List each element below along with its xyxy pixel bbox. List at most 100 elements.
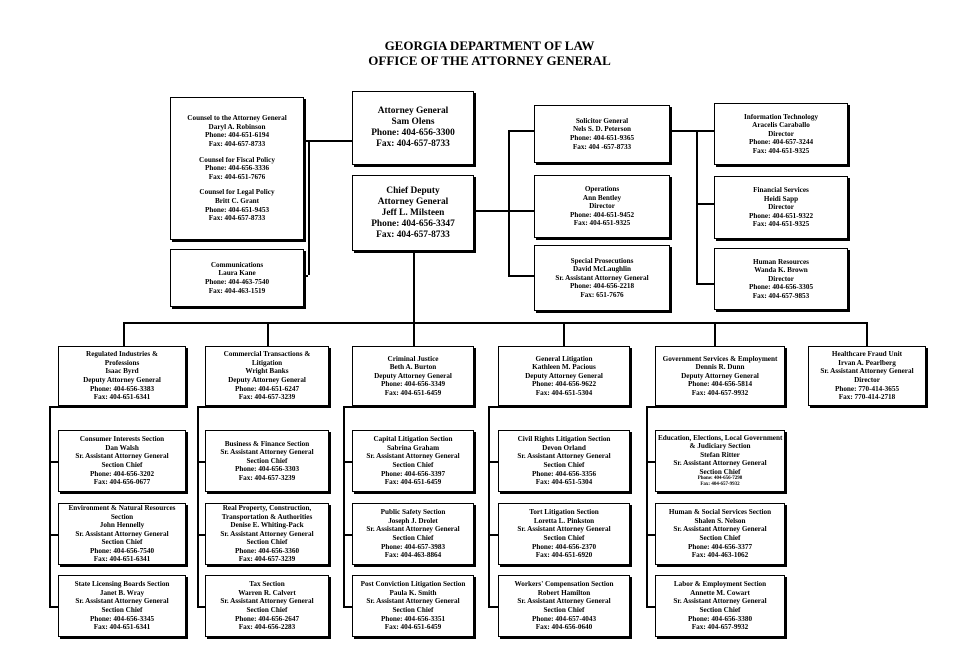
- section-box-line: Sr. Assistant Attorney General: [75, 597, 169, 606]
- division-head-box-line: Deputy Attorney General: [83, 376, 161, 384]
- division-head-box-line: Isaac Byrd: [105, 367, 139, 376]
- connector-line: [866, 322, 868, 346]
- special-prosecutions-box-line: Fax: 651-7676: [580, 290, 624, 299]
- section-box-line: Fax: 404-651-6341: [93, 623, 151, 632]
- division-head-box-line: Fax: 770-414-2718: [838, 393, 896, 402]
- counsel-line: Counsel to the Attorney General: [187, 114, 287, 123]
- division-head-box-line: Fax: 404-657-9932: [691, 388, 749, 397]
- section-box-line: Section Chief: [392, 534, 434, 542]
- section-box-line: Sr. Assistant Attorney General: [220, 597, 314, 606]
- section-box-line: Stefan Ritter: [700, 450, 740, 459]
- section-box-line: Sr. Assistant Attorney General: [517, 452, 611, 461]
- section-box-line: Section Chief: [699, 467, 741, 476]
- division-head-box-line: Fax: 404-651-5304: [535, 388, 593, 397]
- section-box-line: Denise E. Whiting-Pack: [230, 521, 304, 530]
- section-box-line: Section Chief: [246, 538, 288, 547]
- section-box-line: Sr. Assistant Attorney General: [75, 452, 169, 461]
- counsel-line: Daryl A. Robinson: [208, 122, 266, 131]
- section-box-line: Janet B. Wray: [99, 588, 145, 597]
- connector-line: [508, 130, 534, 132]
- connector-line: [488, 534, 498, 536]
- connector-line: [302, 275, 308, 277]
- section-box-line: Tort Litigation Section: [529, 508, 599, 517]
- title-line-1: GEORGIA DEPARTMENT OF LAW: [384, 38, 595, 53]
- connector-line: [508, 130, 510, 275]
- financial-services-box-line: Fax: 404-651-9325: [752, 220, 810, 229]
- division-head-box-line: Phone: 404-656-3383: [89, 384, 155, 393]
- connector-line: [123, 322, 866, 324]
- section-box-line: State Licensing Boards Section: [74, 580, 170, 589]
- section-box-line: Warren R. Calvert: [238, 588, 296, 597]
- communications-box-line: Communications: [210, 260, 264, 269]
- counsel-line: Counsel for Legal Policy: [199, 188, 275, 197]
- section-box-line: Labor & Employment Section: [673, 580, 767, 589]
- financial-services-box-line: Phone: 404-651-9322: [748, 211, 814, 220]
- section-box-line: Sr. Assistant Attorney General: [220, 529, 314, 538]
- connector-line: [197, 606, 205, 608]
- section-box-line: Dan Walsh: [105, 443, 139, 452]
- communications-box-line: Laura Kane: [218, 269, 256, 278]
- information-technology-box-line: Phone: 404-657-3244: [748, 138, 814, 147]
- section-box-line: Consumer Interests Section: [79, 435, 165, 444]
- section-box-line: Shalen S. Nelson: [694, 516, 746, 525]
- connector-line: [696, 203, 714, 205]
- division-head-box-line: Kathleen M. Pacious: [532, 363, 596, 372]
- section-gap: [173, 149, 301, 156]
- section-box-line: Paula K. Smith: [389, 588, 437, 597]
- section-box-line: Education, Elections, Local Government: [658, 433, 783, 442]
- chief-deputy-box-line: Fax: 404-657-8733: [376, 229, 450, 240]
- section-box: Education, Elections, Local Government& …: [655, 430, 785, 492]
- connector-line: [343, 606, 352, 608]
- division-head-box-line: Dennis R. Dunn: [695, 363, 745, 372]
- section-box-line: Section Chief: [246, 606, 288, 614]
- section-box-line: Section Chief: [392, 606, 434, 614]
- section-box-line: Loretta L. Pinkston: [533, 516, 595, 525]
- connector-line: [488, 606, 498, 608]
- section-box-line: Fax: 404-656-0640: [535, 623, 593, 632]
- section-box-line: Section Chief: [101, 461, 143, 469]
- connector-line: [308, 140, 310, 275]
- counsel-line: Fax: 404-651-7676: [208, 172, 266, 181]
- division-head-box-line: Healthcare Fraud Unit: [831, 350, 903, 359]
- information-technology-box-line: Director: [768, 129, 794, 138]
- section-box-line: John Hennelly: [99, 521, 145, 530]
- section-box-line: Fax: 404-657-9932: [700, 482, 740, 488]
- special-prosecutions-box-line: Phone: 404-656-2218: [569, 282, 635, 291]
- section-box-line: Section Chief: [392, 461, 434, 469]
- solicitor-general-box-line: Fax: 404 -657-8733: [572, 142, 632, 151]
- connector-line: [197, 406, 199, 606]
- connector-line: [197, 534, 205, 536]
- division-head-box-line: Wright Banks: [245, 367, 289, 376]
- connector-line: [508, 275, 534, 277]
- connector-line: [197, 461, 205, 463]
- communications-box-line: Phone: 404-463-7540: [204, 278, 270, 286]
- connector-line: [646, 461, 655, 463]
- section-box-line: Phone: 404-656-2370: [531, 542, 597, 551]
- division-head-box-line: Phone: 404-656-3349: [380, 380, 446, 389]
- counsel-line: Fax: 404-657-8733: [208, 140, 266, 149]
- division-head-box-line: Deputy Attorney General: [228, 376, 306, 384]
- division-head-box-line: Sr. Assistant Attorney General: [820, 367, 914, 376]
- connector-line: [474, 210, 534, 212]
- financial-services-box-line: Director: [768, 203, 794, 212]
- section-box-line: Phone: 404-656-3380: [687, 614, 753, 623]
- connector-line: [302, 140, 352, 142]
- section-box-line: Civil Rights Litigation Section: [517, 435, 611, 444]
- section-box-line: Section Chief: [699, 606, 741, 614]
- connector-line: [49, 534, 58, 536]
- connector-line: [646, 406, 720, 408]
